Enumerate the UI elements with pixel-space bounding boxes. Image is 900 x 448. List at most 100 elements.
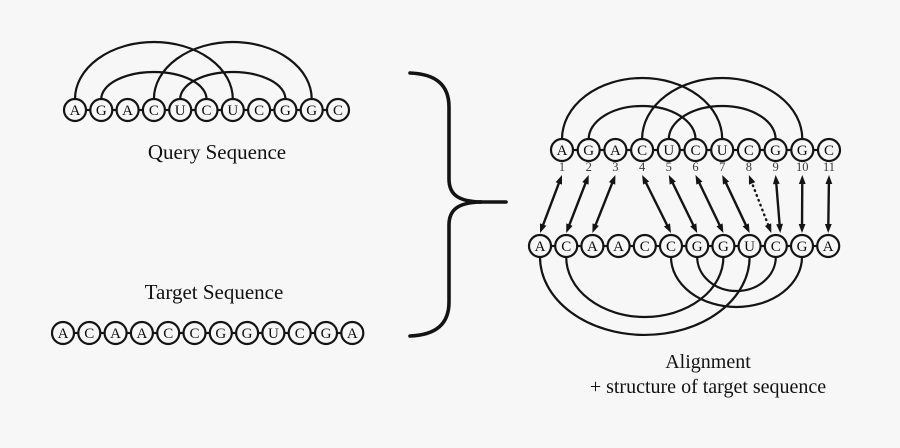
alignment-arrow-1-1-head-bottom bbox=[540, 223, 547, 233]
alignment-target-base-letter-7: G bbox=[692, 239, 703, 255]
alignment-query-base-letter-7: U bbox=[717, 143, 728, 159]
alignment-label-line2: + structure of target sequence bbox=[589, 376, 827, 398]
alignment-arrow-8-10-dotted-head-bottom bbox=[764, 223, 772, 233]
alignment-query-base-letter-9: G bbox=[770, 143, 781, 159]
alignment-target-base-letter-10: C bbox=[771, 239, 781, 255]
query-base-circle-6 bbox=[194, 97, 219, 123]
alignment-target-arc-1-9 bbox=[538, 256, 751, 337]
alignment-target-base-circle-11 bbox=[789, 233, 815, 259]
target-base-circle-6 bbox=[182, 320, 207, 346]
alignment-query-base-circle-3 bbox=[603, 137, 628, 163]
alignment-query-base-circle-7 bbox=[710, 137, 735, 163]
query-base-circle-2 bbox=[89, 97, 114, 123]
alignment-target-base-circle-5 bbox=[632, 233, 657, 259]
query-base-circle-8 bbox=[247, 97, 272, 123]
query-base-circle-5 bbox=[168, 97, 193, 123]
alignment-arrow-6-8-head-bottom bbox=[716, 223, 724, 233]
query-base-letter-8: C bbox=[254, 103, 264, 119]
target-base-circle-5 bbox=[156, 320, 181, 346]
query-arc-5-9 bbox=[179, 70, 287, 100]
alignment-arrow-1-1-head-top bbox=[555, 175, 562, 185]
target-base-circle-9 bbox=[261, 320, 286, 346]
query-base-letter-11: C bbox=[333, 103, 343, 119]
alignment-target-arc-2-8 bbox=[565, 256, 725, 319]
query-base-letter-4: C bbox=[149, 103, 159, 119]
query-base-letter-6: C bbox=[201, 103, 211, 119]
query-sequence-label: Query Sequence bbox=[147, 140, 287, 164]
alignment-target-arc-6-11 bbox=[669, 256, 804, 309]
query-base-letter-5: U bbox=[175, 103, 186, 119]
alignment-target-base-letter-3: A bbox=[587, 239, 598, 255]
target-base-letter-9: U bbox=[268, 326, 279, 342]
alignment-query-base-circle-9 bbox=[763, 137, 788, 163]
alignment-arrow-6-8-shaft bbox=[697, 179, 722, 229]
alignment-query-base-letter-3: A bbox=[610, 143, 621, 159]
target-base-letter-4: A bbox=[136, 326, 147, 342]
alignment-query-base-letter-5: U bbox=[663, 143, 674, 159]
alignment-query-base-letter-4: C bbox=[637, 143, 647, 159]
query-base-letter-3: A bbox=[122, 103, 133, 119]
alignment-query-base-circle-6 bbox=[683, 137, 708, 163]
curly-brace-bottom-half bbox=[408, 200, 483, 338]
target-base-circle-4 bbox=[129, 320, 154, 346]
alignment-target-base-letter-1: A bbox=[535, 239, 546, 255]
alignment-target-base-circle-10 bbox=[763, 233, 788, 259]
alignment-arrow-10-11-head-bottom bbox=[798, 223, 806, 233]
alignment-target-base-letter-6: C bbox=[666, 239, 676, 255]
alignment-target-base-circle-6 bbox=[658, 233, 684, 259]
target-base-letter-11: G bbox=[321, 326, 332, 342]
query-base-letter-10: G bbox=[306, 103, 317, 119]
query-base-letter-1: A bbox=[70, 103, 81, 119]
target-base-letter-1: A bbox=[58, 326, 69, 342]
alignment-arrow-3-3-shaft bbox=[593, 180, 615, 228]
query-base-circle-4 bbox=[141, 97, 166, 123]
alignment-label: Alignment + structure of target sequence bbox=[538, 350, 878, 400]
alignment-arrow-7-9-head-top bbox=[722, 175, 730, 185]
alignment-arrow-2-2-head-top bbox=[582, 175, 589, 185]
query-base-circle-9 bbox=[273, 97, 298, 123]
target-base-circle-7 bbox=[208, 320, 233, 346]
query-base-circle-3 bbox=[115, 97, 140, 123]
target-base-letter-2: C bbox=[84, 326, 94, 342]
query-base-letter-7: U bbox=[227, 103, 238, 119]
alignment-target-base-circle-8 bbox=[711, 233, 736, 259]
query-arc-2-6 bbox=[100, 70, 208, 100]
alignment-arrow-5-7-head-top bbox=[668, 175, 676, 185]
alignment-arrow-9-10-head-bottom bbox=[776, 223, 783, 233]
alignment-query-arc-4-10 bbox=[641, 76, 804, 140]
alignment-query-base-circle-1 bbox=[549, 137, 575, 163]
alignment-arrow-1-1-shaft bbox=[541, 180, 561, 228]
alignment-arrow-11-12-shaft bbox=[827, 180, 831, 228]
alignment-position-number-7: 7 bbox=[719, 160, 725, 174]
alignment-query-base-circle-11 bbox=[816, 137, 842, 163]
alignment-position-number-4: 4 bbox=[639, 160, 646, 174]
alignment-arrow-9-10-shaft bbox=[774, 180, 782, 228]
target-base-letter-5: C bbox=[163, 326, 173, 342]
target-base-circle-8 bbox=[235, 320, 260, 346]
alignment-position-number-2: 2 bbox=[586, 160, 592, 174]
query-base-circle-7 bbox=[220, 97, 245, 123]
curly-brace-top-half bbox=[408, 71, 483, 204]
alignment-query-base-letter-8: C bbox=[744, 143, 754, 159]
target-base-circle-3 bbox=[103, 320, 128, 346]
alignment-query-arc-5-9 bbox=[667, 104, 777, 140]
curly-brace bbox=[408, 71, 508, 338]
alignment-label-line1: Alignment bbox=[665, 351, 751, 373]
alignment-target-base-circle-9 bbox=[737, 233, 762, 259]
query-base-circle-11 bbox=[325, 97, 351, 123]
target-base-circle-12 bbox=[340, 320, 365, 346]
alignment-target-base-letter-12: A bbox=[823, 239, 834, 255]
query-arc-1-7 bbox=[73, 40, 234, 100]
target-base-letter-3: A bbox=[110, 326, 121, 342]
alignment-query-base-letter-11: C bbox=[824, 143, 834, 159]
alignment-arrow-2-2-shaft bbox=[567, 180, 588, 228]
alignment-target-base-circle-4 bbox=[606, 233, 631, 259]
alignment-arrow-8-10-dotted-head-top bbox=[748, 175, 756, 185]
target-base-circle-2 bbox=[77, 320, 102, 346]
alignment-position-number-9: 9 bbox=[772, 160, 778, 174]
alignment-arrow-3-3-head-top bbox=[608, 175, 616, 185]
alignment-position-number-6: 6 bbox=[692, 160, 698, 174]
alignment-position-number-5: 5 bbox=[666, 160, 672, 174]
alignment-arrow-10-11-head-top bbox=[798, 175, 806, 185]
